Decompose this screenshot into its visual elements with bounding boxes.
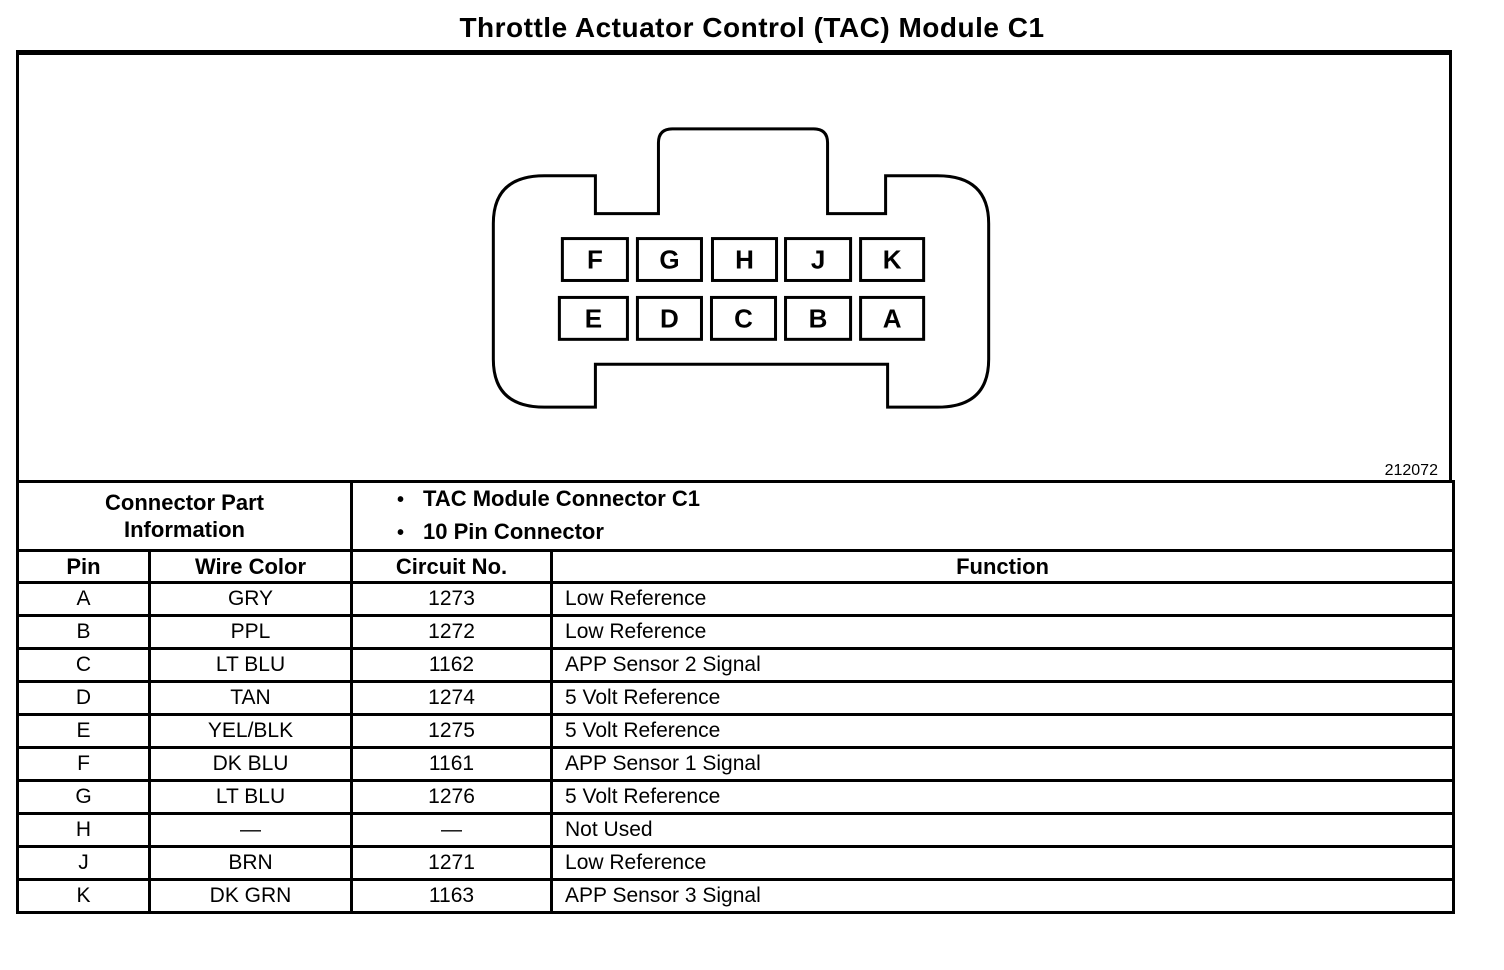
pin-cell: G xyxy=(16,779,151,815)
circuit-no-cell: 1161 xyxy=(350,746,554,782)
col-header-wire-color: Wire Color xyxy=(147,549,354,584)
pin-cavity-F xyxy=(560,237,629,282)
pin-cavity-B xyxy=(784,295,853,341)
circuit-no-cell: 1271 xyxy=(350,845,554,881)
wire-color-cell: YEL/BLK xyxy=(147,713,354,749)
bullet-icon: • xyxy=(397,522,405,544)
pin-table: Connector Part Information • TAC Module C… xyxy=(15,480,1456,914)
function-cell: Low Reference xyxy=(550,581,1456,617)
pin-cell: K xyxy=(16,878,151,914)
col-header-pin: Pin xyxy=(16,549,151,584)
connector-part-info-row: Connector Part Information • TAC Module C… xyxy=(15,480,1456,552)
wire-color-cell: TAN xyxy=(147,680,354,716)
bullet-item: • 10 Pin Connector xyxy=(355,516,1451,548)
connector-info-bullets: • TAC Module Connector C1 • 10 Pin Connect… xyxy=(350,480,1456,552)
connector-part-information-header: Connector Part Information xyxy=(15,480,354,552)
pin-cell: E xyxy=(16,713,151,749)
pin-cavity-E xyxy=(557,295,629,341)
wire-color-cell: PPL xyxy=(147,614,354,650)
bullet-icon: • xyxy=(397,489,405,511)
table-header-row: Pin Wire Color Circuit No. Function xyxy=(16,549,1456,584)
function-cell: Low Reference xyxy=(550,614,1456,650)
circuit-no-cell: 1275 xyxy=(350,713,554,749)
pin-cavity-G xyxy=(635,237,703,282)
pin-label-H: H xyxy=(735,245,754,275)
pin-cell: F xyxy=(16,746,151,782)
pin-label-E: E xyxy=(585,303,602,333)
wire-color-cell: DK BLU xyxy=(147,746,354,782)
pin-label-C: C xyxy=(734,303,753,333)
pin-cavity-C xyxy=(709,295,778,341)
circuit-no-cell: 1162 xyxy=(350,647,554,683)
pin-label-A: A xyxy=(883,303,902,333)
pin-cavity-H xyxy=(710,237,779,282)
connector-diagram-box: F G H J K E D C B A 212072 xyxy=(16,50,1452,483)
circuit-no-cell: 1273 xyxy=(350,581,554,617)
info-header-line2: Information xyxy=(124,517,245,542)
pin-label-B: B xyxy=(809,303,828,333)
bullet-item: • TAC Module Connector C1 xyxy=(355,485,1451,517)
wire-color-cell: DK GRN xyxy=(147,878,354,914)
wire-color-cell: BRN xyxy=(147,845,354,881)
connector-diagram: F G H J K E D C B A 212072 xyxy=(491,127,1438,479)
pin-cavity-J xyxy=(784,237,853,282)
function-cell: 5 Volt Reference xyxy=(550,779,1456,815)
function-cell: APP Sensor 3 Signal xyxy=(550,878,1456,914)
page-title: Throttle Actuator Control (TAC) Module C… xyxy=(459,12,1045,43)
circuit-no-cell: 1274 xyxy=(350,680,554,716)
function-cell: APP Sensor 1 Signal xyxy=(550,746,1456,782)
wire-color-cell: — xyxy=(147,812,354,848)
pin-cavity-K xyxy=(859,237,926,282)
function-cell: 5 Volt Reference xyxy=(550,713,1456,749)
col-header-function: Function xyxy=(550,549,1456,584)
circuit-no-cell: 1276 xyxy=(350,779,554,815)
function-cell: APP Sensor 2 Signal xyxy=(550,647,1456,683)
wire-color-cell: GRY xyxy=(147,581,354,617)
circuit-no-cell: 1163 xyxy=(350,878,554,914)
function-cell: Not Used xyxy=(550,812,1456,848)
pin-label-D: D xyxy=(660,303,679,333)
table-row: H——Not Used xyxy=(16,812,1456,848)
wire-color-cell: LT BLU xyxy=(147,779,354,815)
function-cell: Low Reference xyxy=(550,845,1456,881)
pin-label-J: J xyxy=(811,245,825,275)
pin-label-G: G xyxy=(659,245,679,275)
info-header-line1: Connector Part xyxy=(105,490,264,515)
function-cell: 5 Volt Reference xyxy=(550,680,1456,716)
bullet-text: 10 Pin Connector xyxy=(423,519,604,544)
pin-label-F: F xyxy=(587,245,603,275)
circuit-no-cell: — xyxy=(350,812,554,848)
pin-cell: A xyxy=(16,581,151,617)
col-header-circuit-no: Circuit No. xyxy=(350,549,554,584)
wire-color-cell: LT BLU xyxy=(147,647,354,683)
pin-cell: J xyxy=(16,845,151,881)
connector-outline xyxy=(491,127,991,409)
pin-cavity-D xyxy=(635,295,703,341)
pin-cavity-A xyxy=(859,295,926,341)
pin-label-K: K xyxy=(883,245,902,275)
pin-cell: D xyxy=(16,680,151,716)
figure-number: 212072 xyxy=(1385,462,1438,479)
bullet-text: TAC Module Connector C1 xyxy=(423,486,701,511)
pin-cell: B xyxy=(16,614,151,650)
circuit-no-cell: 1272 xyxy=(350,614,554,650)
pin-cell: H xyxy=(16,812,151,848)
pin-cell: C xyxy=(16,647,151,683)
